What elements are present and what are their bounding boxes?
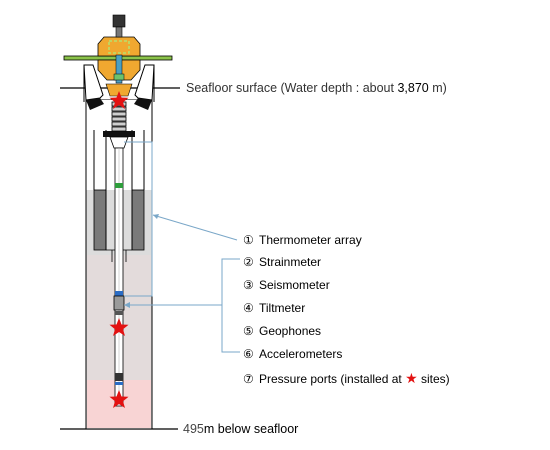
leader-lines bbox=[124, 141, 240, 353]
item-label-suffix: sites) bbox=[417, 372, 450, 386]
casing-left bbox=[93, 189, 107, 251]
instrument-item-pressure-ports: ⑦ Pressure ports (installed at ★ sites) bbox=[243, 371, 450, 385]
item-number: ⑥ bbox=[243, 347, 254, 361]
instrument-item-geophones: ⑤ Geophones bbox=[243, 325, 321, 337]
top-connector bbox=[112, 14, 126, 28]
item-number: ② bbox=[243, 255, 254, 269]
item-number: ⑦ bbox=[243, 372, 254, 386]
wellhead-shaft bbox=[115, 54, 123, 84]
red-star-icon bbox=[109, 91, 129, 109]
item-number: ④ bbox=[243, 301, 254, 315]
instrument-item-seismometer: ③ Seismometer bbox=[243, 279, 330, 291]
item-label: Tiltmeter bbox=[259, 301, 306, 315]
instrument-item-tiltmeter: ④ Tiltmeter bbox=[243, 302, 305, 314]
item-label: Seismometer bbox=[259, 278, 330, 292]
item-number: ⑤ bbox=[243, 324, 254, 338]
lower-sensor bbox=[115, 373, 123, 381]
item-label: Accelerometers bbox=[259, 347, 343, 361]
bottom-depth-suffix: m below seafloor bbox=[203, 422, 299, 436]
item-label: Geophones bbox=[259, 324, 322, 338]
wellhead-bowl bbox=[105, 83, 133, 97]
sensor-package bbox=[113, 295, 125, 311]
instrument-item-accelerometers: ⑥ Accelerometers bbox=[243, 348, 342, 360]
red-star-icon bbox=[109, 318, 129, 336]
wellhead-bracket bbox=[108, 40, 130, 54]
red-star-icon bbox=[109, 390, 129, 408]
thermometer-marker bbox=[115, 183, 123, 188]
item-label: Thermometer array bbox=[259, 233, 362, 247]
instrument-item-strainmeter: ② Strainmeter bbox=[243, 256, 321, 268]
item-label: Strainmeter bbox=[259, 255, 322, 269]
hanger-bar bbox=[103, 131, 135, 137]
surface-label-suffix: m) bbox=[428, 81, 447, 95]
leader-arrowhead bbox=[153, 214, 159, 219]
water-depth-value: 3,870 bbox=[397, 81, 429, 95]
bottom-depth-value: 495 bbox=[183, 422, 204, 436]
surface-label-prefix: Seafloor surface (Water depth : about bbox=[186, 81, 398, 95]
leader-arrowhead bbox=[124, 302, 130, 308]
item-number: ③ bbox=[243, 278, 254, 292]
red-star-icon: ★ bbox=[405, 370, 418, 386]
instrument-item-thermometer: ① Thermometer array bbox=[243, 234, 362, 246]
seafloor-surface-label: Seafloor surface (Water depth : about 3,… bbox=[186, 82, 447, 95]
item-number: ① bbox=[243, 233, 254, 247]
casing-right bbox=[131, 189, 145, 251]
strainmeter-marker bbox=[115, 291, 123, 296]
borehole-bottom-label: 495m below seafloor bbox=[183, 423, 298, 436]
instrument-cone bbox=[109, 136, 129, 149]
item-label: Pressure ports (installed at bbox=[259, 372, 402, 386]
reentry-cone-frame bbox=[83, 64, 104, 101]
